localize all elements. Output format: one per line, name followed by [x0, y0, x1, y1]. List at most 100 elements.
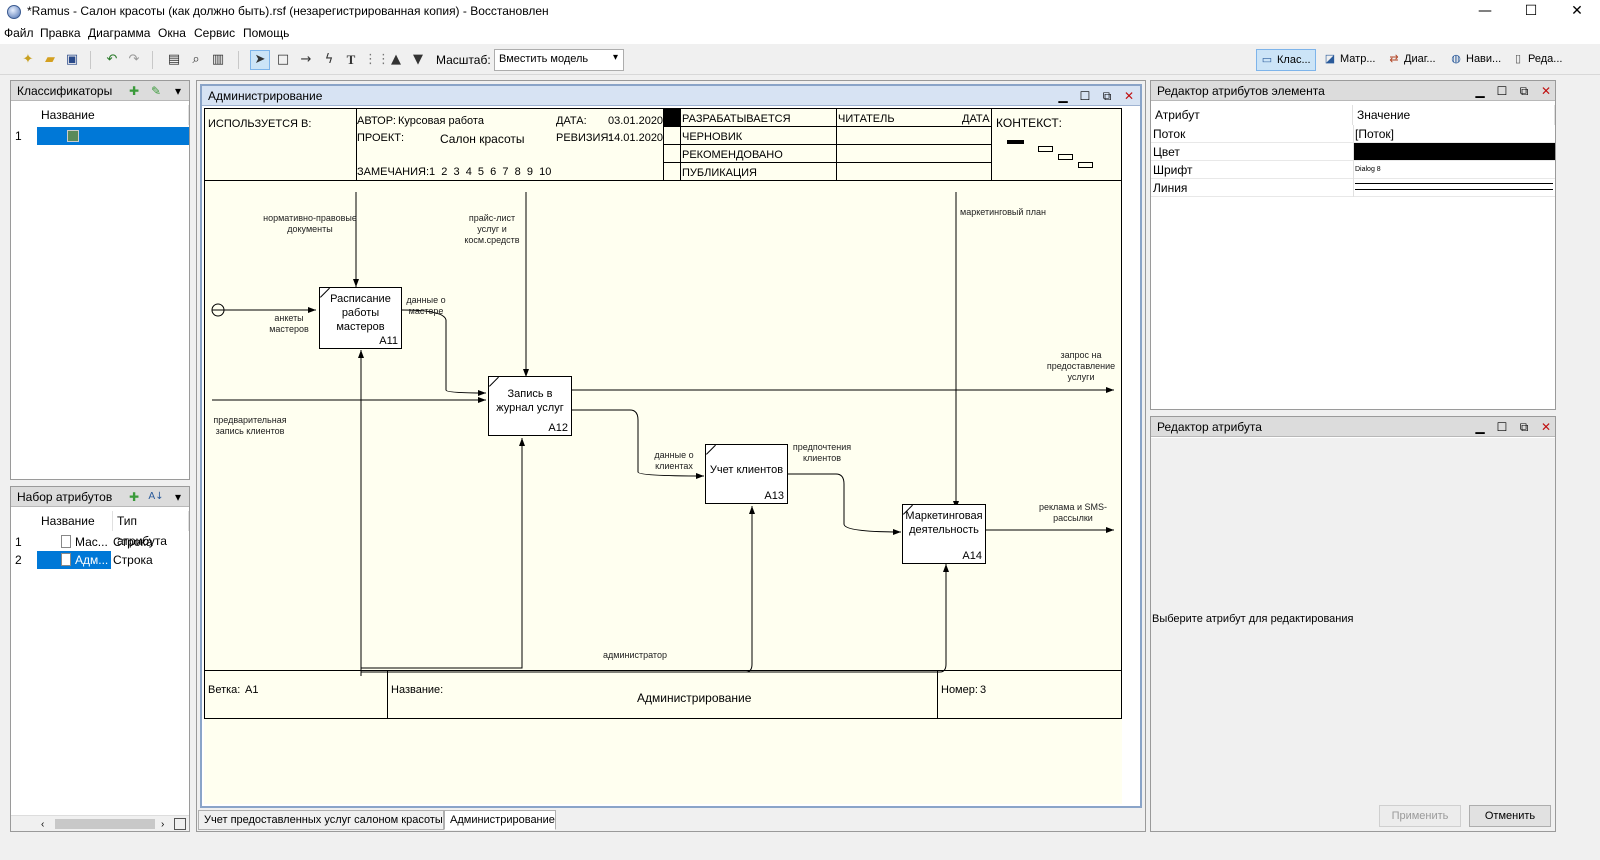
scrollbar-thumb[interactable] [55, 819, 155, 829]
classifier-row[interactable]: 1 [11, 127, 189, 145]
open-folder-icon[interactable]: ▰ [45, 52, 55, 67]
column-attribute: Атрибут [1151, 105, 1353, 125]
panel-menu-icon[interactable]: ▾ [174, 490, 182, 504]
editor-toggle-label: Реда... [1528, 53, 1563, 65]
minimize-icon[interactable]: ▁ [1058, 89, 1068, 103]
classifiers-toggle-button[interactable]: ▭Клас... [1256, 49, 1316, 71]
revision-value: 14.01.2020 [608, 132, 664, 144]
text-tool-icon[interactable]: T [346, 52, 356, 67]
activity-box-a14[interactable]: Маркетинговая деятельность A14 [902, 504, 986, 564]
scale-label: Масштаб: [436, 53, 491, 67]
close-icon[interactable]: ✕ [1123, 89, 1135, 103]
scroll-left-icon[interactable]: ‹ [41, 819, 45, 830]
minimize-icon[interactable]: ▁ [1475, 84, 1485, 98]
edit-classifier-icon[interactable]: ✎ [150, 84, 162, 98]
arrow-label[interactable]: анкеты мастеров [269, 313, 309, 334]
arrow-tool-icon[interactable]: → [300, 52, 312, 67]
box-number: A11 [379, 335, 398, 347]
project-value: Салон красоты [440, 132, 525, 146]
undo-icon[interactable]: ↶ [106, 52, 118, 67]
diagrams-toggle-button[interactable]: ⇄ Диаг... [1384, 49, 1444, 71]
menu-file[interactable]: Файл [4, 26, 34, 40]
arrow-label[interactable]: маркетинговый план [960, 207, 1047, 217]
pointer-tool-icon[interactable]: ➤ [250, 50, 270, 70]
close-button[interactable]: ✕ [1571, 3, 1583, 19]
maximize-icon[interactable]: ☐ [1496, 84, 1508, 98]
attribute-row[interactable]: 2 Адм... Строка [11, 551, 189, 569]
arrow-label[interactable]: данные о клиентах [654, 450, 694, 471]
close-icon[interactable]: ✕ [1540, 420, 1552, 434]
sort-az-icon[interactable]: A↓ [148, 491, 164, 502]
attribute-name: Шрифт [1153, 163, 1193, 177]
redo-icon[interactable]: ↷ [128, 52, 140, 67]
panel-menu-icon[interactable]: ▾ [174, 84, 182, 98]
activity-box-a12[interactable]: Запись в журнал услуг A12 [488, 376, 572, 436]
number-label: Номер: [941, 684, 978, 696]
menu-service[interactable]: Сервис [194, 26, 236, 40]
tab-services[interactable]: Учет предоставленных услуг салоном красо… [198, 810, 444, 830]
idef0-sheet[interactable]: ИСПОЛЬЗУЕТСЯ В: АВТОР: Курсовая работа П… [204, 108, 1122, 804]
arrow-label[interactable]: предварительная запись клиентов [213, 415, 287, 436]
save-icon[interactable]: ▣ [65, 52, 79, 67]
add-attribute-icon[interactable]: ✚ [128, 490, 140, 504]
grid-tool-icon[interactable]: ⋮⋮ [364, 52, 390, 67]
apply-button[interactable]: Применить [1379, 805, 1461, 827]
arrow-label[interactable]: данные о мастере [406, 295, 446, 316]
arrow-label[interactable]: реклама и SMS-рассылки [1038, 502, 1108, 523]
go-down-icon[interactable]: ▼ [413, 52, 423, 67]
close-icon[interactable]: ✕ [1540, 84, 1552, 98]
arrow-label[interactable]: предпочтения клиентов [792, 442, 852, 463]
cancel-button[interactable]: Отменить [1469, 805, 1551, 827]
navigator-toggle-button[interactable]: ◍ Нави... [1446, 49, 1506, 71]
maximize-icon[interactable]: ☐ [1496, 420, 1508, 434]
restore-icon[interactable]: ⧉ [1519, 420, 1529, 434]
title-bar: *Ramus - Салон красоты (как должно быть)… [0, 0, 1600, 24]
matrix-toggle-button[interactable]: ◪Матр... [1320, 49, 1382, 71]
go-up-icon[interactable]: ▲ [391, 52, 401, 67]
activity-box-a11[interactable]: Расписание работы мастеров A11 [319, 287, 402, 349]
new-icon[interactable]: ✦ [22, 52, 34, 67]
add-classifier-icon[interactable]: ✚ [128, 84, 140, 98]
date-label: ДАТА: [556, 115, 587, 127]
menu-edit[interactable]: Правка [40, 26, 81, 40]
globe-icon: ◍ [1451, 53, 1461, 65]
print-icon[interactable]: ▤ [167, 52, 181, 67]
menu-diagram[interactable]: Диаграмма [88, 26, 151, 40]
element-editor-title: Редактор атрибутов элемента [1157, 84, 1325, 98]
arrow-label[interactable]: запрос на предоставление услуги [1046, 350, 1116, 382]
scale-select[interactable]: Вместить модель ▾ [494, 49, 624, 71]
printer-icon[interactable]: ▥ [211, 52, 225, 67]
navigator-toggle-label: Нави... [1466, 53, 1502, 65]
diagrams-toggle-label: Диаг... [1404, 53, 1436, 65]
print-preview-icon[interactable]: ⌕ [192, 52, 200, 67]
squiggle-tool-icon[interactable]: ϟ [324, 52, 334, 67]
editor-toggle-button[interactable]: ▯ Реда... [1508, 49, 1568, 71]
attribute-name: Цвет [1153, 145, 1180, 159]
diagram-title: Администрирование [637, 691, 752, 705]
menu-windows[interactable]: Окна [158, 26, 186, 40]
restore-icon[interactable]: ⧉ [1519, 84, 1529, 98]
horizontal-scrollbar[interactable]: ‹ › [11, 815, 189, 831]
attribute-editor-title: Редактор атрибута [1157, 420, 1262, 434]
arrow-label[interactable]: прайс-лист услуг и косм.средств [464, 213, 520, 245]
minimize-icon[interactable]: ▁ [1475, 420, 1485, 434]
matrix-toggle-label: Матр... [1340, 53, 1376, 65]
activity-box-a13[interactable]: Учет клиентов A13 [705, 444, 788, 504]
tab-administration[interactable]: Администрирование [444, 810, 556, 830]
menu-help[interactable]: Помощь [243, 26, 290, 40]
box-tool-icon[interactable]: □ [276, 52, 290, 67]
minimize-button[interactable]: — [1478, 3, 1492, 19]
arrow-label[interactable]: администратор [603, 650, 667, 660]
attribute-editor-hint: Выберите атрибут для редактирования [1152, 613, 1354, 625]
maximize-icon[interactable]: ☐ [1079, 89, 1091, 103]
diagram-icon: ⇄ [1389, 53, 1399, 65]
arrow-label[interactable]: нормативно-правовые документы [263, 213, 357, 234]
selected-cell [37, 551, 111, 569]
document-icon: ▯ [1514, 53, 1522, 65]
attribute-row[interactable]: 1 Мас... Строка [11, 533, 189, 551]
row-number: 1 [15, 129, 22, 143]
maximize-button[interactable]: ☐ [1524, 3, 1538, 19]
restore-icon[interactable]: ⧉ [1102, 89, 1112, 103]
scroll-right-icon[interactable]: › [161, 819, 165, 830]
diagram-window-title: Администрирование [208, 89, 323, 103]
